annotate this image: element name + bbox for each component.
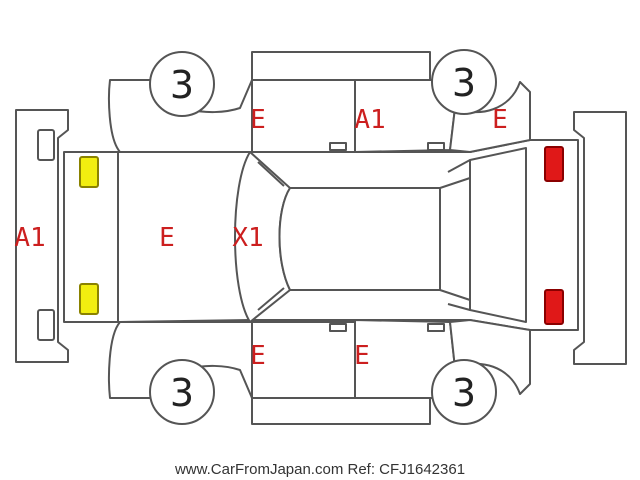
- right-side-panels: [108, 319, 531, 425]
- right-front-door: [251, 321, 356, 399]
- headlight-left-marker: [79, 156, 99, 188]
- code-left-rear-door: A1: [354, 105, 385, 135]
- taillight-right-marker: [544, 289, 564, 325]
- headlight-right-marker: [79, 283, 99, 315]
- front-bumper: [15, 109, 69, 363]
- wheel-rear-left: 3: [431, 49, 497, 115]
- left-front-door-handle: [329, 142, 347, 151]
- reference-footer: www.CarFromJapan.com Ref: CFJ1642361: [174, 461, 465, 478]
- code-windshield: X1: [232, 223, 263, 253]
- taillight-left-marker: [544, 146, 564, 182]
- wheel-rear-left-grade: 3: [452, 61, 476, 105]
- left-front-door: [251, 79, 356, 153]
- wheel-rear-right-grade: 3: [452, 371, 476, 415]
- front-bumper-vent-top: [37, 129, 55, 161]
- wheel-front-left: 3: [149, 51, 215, 117]
- left-roof-rail: [251, 51, 431, 81]
- wheel-front-right-grade: 3: [170, 371, 194, 415]
- code-front-left-fender: E: [250, 105, 266, 135]
- wheel-rear-right: 3: [431, 359, 497, 425]
- right-roof-rail: [251, 397, 431, 425]
- right-front-door-handle: [329, 323, 347, 332]
- code-hood: E: [159, 223, 175, 253]
- right-rear-door-handle: [427, 323, 445, 332]
- rear-bumper: [573, 111, 627, 365]
- front-bumper-vent-bottom: [37, 309, 55, 341]
- code-right-rear-door: E: [354, 341, 370, 371]
- left-rear-door-handle: [427, 142, 445, 151]
- wheel-front-right: 3: [149, 359, 215, 425]
- rear-window: [439, 147, 527, 323]
- code-left-rear-quarter: E: [492, 105, 508, 135]
- code-front-bumper: A1: [14, 223, 45, 253]
- roof: [278, 187, 441, 291]
- code-front-right-fender: E: [250, 341, 266, 371]
- wheel-front-left-grade: 3: [170, 63, 194, 107]
